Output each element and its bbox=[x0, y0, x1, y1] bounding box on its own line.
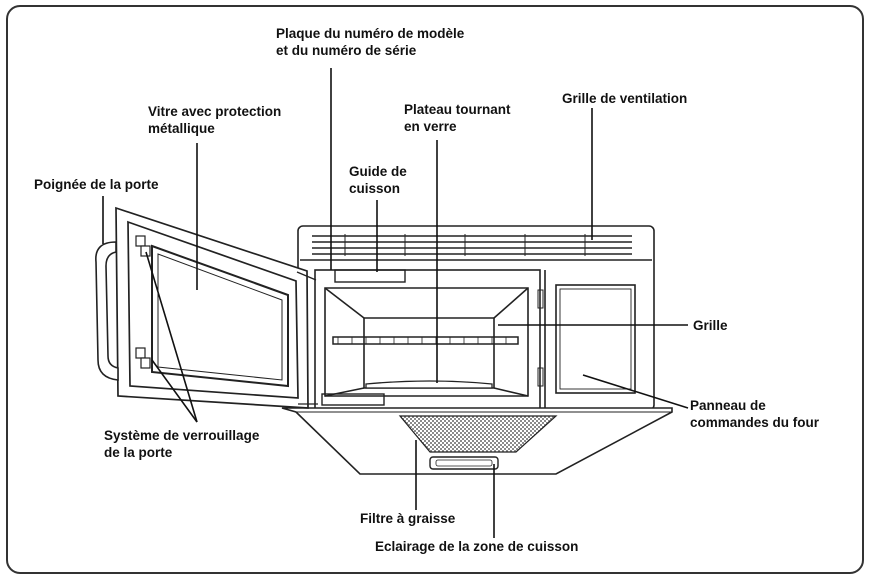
door-locks bbox=[135, 235, 151, 369]
microwave-body bbox=[297, 225, 655, 411]
diagram-frame bbox=[6, 5, 864, 574]
leader-lines bbox=[102, 68, 689, 538]
label-door-lock-system: Système de verrouillage de la porte bbox=[104, 428, 260, 460]
label-cooktop-light: Eclairage de la zone de cuisson bbox=[375, 539, 579, 554]
door bbox=[115, 206, 318, 409]
label-cooking-guide: Guide de cuisson bbox=[349, 164, 407, 196]
label-rack: Grille bbox=[693, 318, 728, 333]
label-door-handle: Poignée de la porte bbox=[34, 177, 159, 192]
label-window-shield: Vitre avec protection métallique bbox=[148, 104, 282, 136]
label-grease-filter: Filtre à graisse bbox=[360, 511, 456, 526]
glass-turntable bbox=[365, 380, 493, 389]
label-model-plate: Plaque du numéro de modèle et du numéro … bbox=[276, 26, 465, 58]
cooktop-light bbox=[429, 456, 499, 470]
door-handle bbox=[95, 241, 119, 381]
rack bbox=[332, 336, 519, 345]
label-glass-turntable: Plateau tournant en verre bbox=[404, 102, 511, 134]
vent-grille bbox=[312, 234, 632, 256]
label-control-panel: Panneau de commandes du four bbox=[690, 398, 820, 430]
cooking-guide-bottom bbox=[321, 393, 385, 406]
cooking-guide-top bbox=[334, 269, 406, 283]
label-vent-grille: Grille de ventilation bbox=[562, 91, 688, 106]
bottom-hood bbox=[281, 407, 673, 475]
grease-filter bbox=[398, 415, 558, 453]
